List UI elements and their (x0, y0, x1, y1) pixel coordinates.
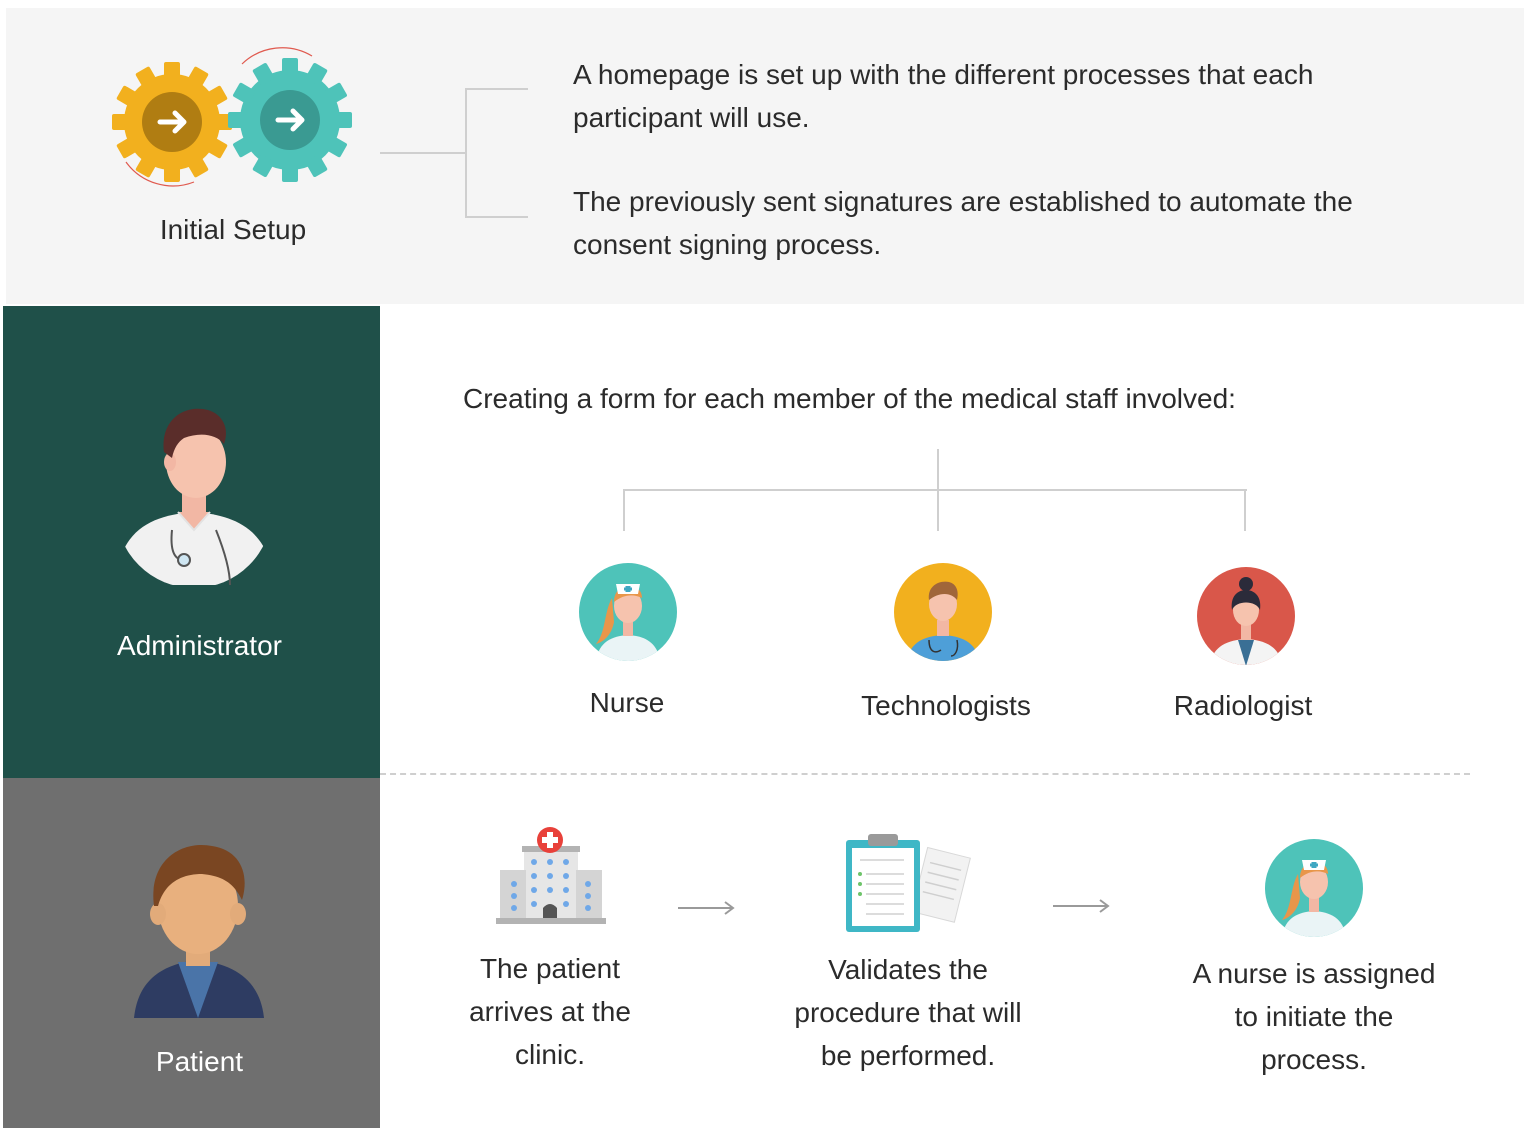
step-1-line-3: clinic. (514, 1039, 585, 1070)
nurse-avatar-icon (1265, 839, 1363, 937)
initial-setup-label: Initial Setup (159, 214, 307, 245)
patient-avatar-icon (134, 844, 264, 1018)
technologist-avatar-icon (894, 563, 992, 661)
step-2-line-2: procedure that will (794, 997, 1022, 1028)
patient-label: Patient (155, 1046, 244, 1077)
administrator-avatar-icon (116, 408, 272, 586)
setup-connector-bottom (465, 216, 528, 218)
administrator-intro: Creating a form for each member of the m… (463, 383, 1236, 414)
setup-connector-bracket (465, 88, 467, 218)
staff-connector-radiologist (1244, 489, 1246, 531)
staff-label-nurse: Nurse (589, 687, 665, 718)
staff-connector-bar (623, 489, 1247, 491)
radiologist-avatar-icon (1197, 567, 1295, 665)
hospital-icon (496, 827, 606, 924)
staff-label-technologists: Technologists (861, 690, 1031, 721)
step-1-text: The patient arrives at the clinic. (440, 947, 660, 1076)
setup-connector-top (465, 88, 528, 90)
setup-description-2: The previously sent signatures are estab… (573, 186, 1353, 260)
step-3-text: A nurse is assigned to initiate the proc… (1164, 952, 1464, 1081)
arrow-right-icon (1053, 899, 1110, 913)
clipboard-icon (846, 834, 971, 932)
nurse-avatar-icon (579, 563, 677, 661)
step-3-line-1: A nurse is assigned (1192, 958, 1436, 989)
step-1-line-2: arrives at the (469, 996, 631, 1027)
step-1-line-1: The patient (479, 953, 621, 984)
setup-description-1: A homepage is set up with the different … (573, 59, 1314, 133)
administrator-label: Administrator (117, 630, 282, 661)
step-2-line-3: be performed. (820, 1040, 996, 1071)
arrow-right-icon (678, 901, 735, 915)
staff-connector-nurse (623, 489, 625, 531)
step-3-line-2: to initiate the (1234, 1001, 1394, 1032)
step-3-line-3: process. (1261, 1044, 1367, 1075)
step-2-text: Validates the procedure that will be per… (758, 948, 1058, 1077)
section-divider (380, 773, 1470, 775)
step-2-line-1: Validates the (828, 954, 988, 985)
setup-connector-stem (380, 152, 467, 154)
gears-icon (112, 47, 352, 187)
staff-label-radiologist: Radiologist (1173, 690, 1313, 721)
